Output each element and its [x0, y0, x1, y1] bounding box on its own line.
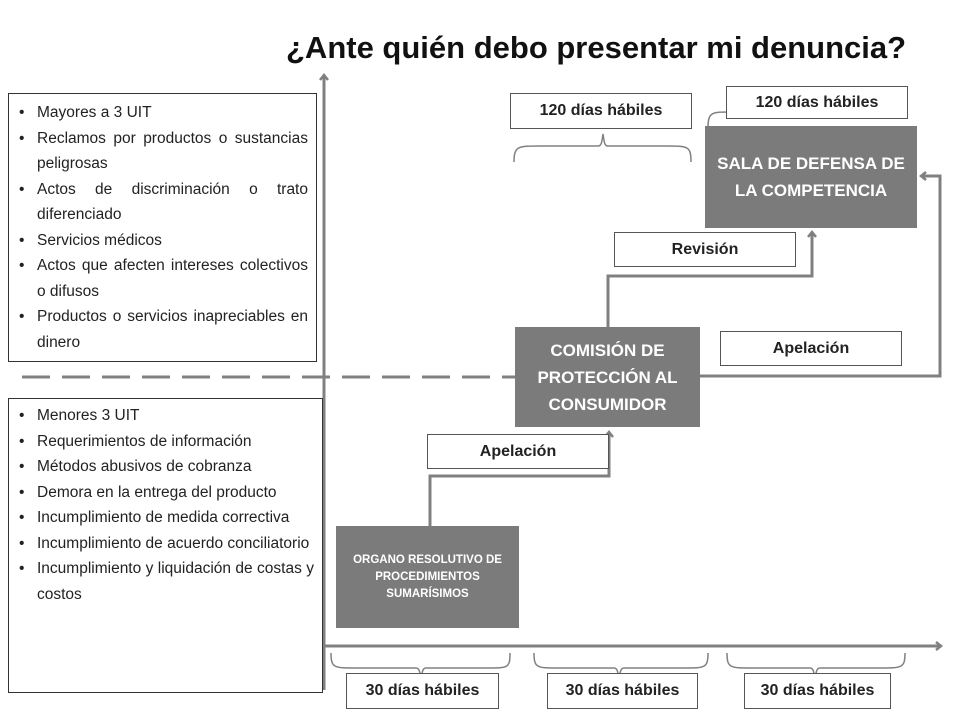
list-item: Servicios médicos — [19, 228, 308, 254]
duration-label-bottom-2: 30 días hábiles — [547, 673, 698, 709]
duration-label-bottom-3: 30 días hábiles — [744, 673, 891, 709]
list-item: Métodos abusivos de cobranza — [19, 454, 314, 480]
list-item: Reclamos por productos o sustancias peli… — [19, 126, 308, 177]
list-item: Actos que afecten intereses colectivos o… — [19, 253, 308, 304]
node-organo-label: ORGANO RESOLUTIVO DE PROCEDIMIENTOS SUMA… — [353, 553, 502, 600]
node-sala-label: SALA DE DEFENSA DE LA COMPETENCIA — [717, 154, 905, 200]
connector-comision-sala-apelacion — [700, 171, 942, 378]
duration-label-bottom-1: 30 días hábiles — [346, 673, 499, 709]
duration-label-top-1: 120 días hábiles — [510, 93, 692, 129]
edge-label-revision: Revisión — [614, 232, 796, 267]
edge-label-apelacion-2: Apelación — [720, 331, 902, 366]
node-sala-defensa: SALA DE DEFENSA DE LA COMPETENCIA — [705, 126, 917, 228]
list-item: Incumplimiento de acuerdo conciliatorio — [19, 531, 314, 557]
connector-organo-comision — [428, 429, 614, 526]
criteria-list-high: Mayores a 3 UIT Reclamos por productos o… — [9, 100, 316, 355]
criteria-box-low: Menores 3 UIT Requerimientos de informac… — [8, 398, 323, 693]
duration-label-top-2: 120 días hábiles — [726, 86, 908, 119]
list-item: Menores 3 UIT — [19, 403, 314, 429]
list-item: Demora en la entrega del producto — [19, 480, 314, 506]
list-item: Incumplimiento de medida correctiva — [19, 505, 314, 531]
brace-top-1 — [513, 133, 692, 163]
edge-label-apelacion-1: Apelación — [427, 434, 609, 469]
page-title: ¿Ante quién debo presentar mi denuncia? — [286, 30, 907, 65]
list-item: Incumplimiento y liquidación de costas y… — [19, 556, 314, 607]
node-organo-resolutivo: ORGANO RESOLUTIVO DE PROCEDIMIENTOS SUMA… — [336, 526, 519, 628]
list-item: Mayores a 3 UIT — [19, 100, 308, 126]
connector-comision-sala-revision — [606, 229, 817, 327]
list-item: Requerimientos de información — [19, 429, 314, 455]
node-comision-proteccion: COMISIÓN DE PROTECCIÓN AL CONSUMIDOR — [515, 327, 700, 427]
list-item: Productos o servicios inapreciables en d… — [19, 304, 308, 355]
node-comision-label: COMISIÓN DE PROTECCIÓN AL CONSUMIDOR — [537, 340, 678, 414]
list-item: Actos de discriminación o trato diferenc… — [19, 177, 308, 228]
criteria-list-low: Menores 3 UIT Requerimientos de informac… — [9, 403, 322, 607]
criteria-box-high: Mayores a 3 UIT Reclamos por productos o… — [8, 93, 317, 362]
